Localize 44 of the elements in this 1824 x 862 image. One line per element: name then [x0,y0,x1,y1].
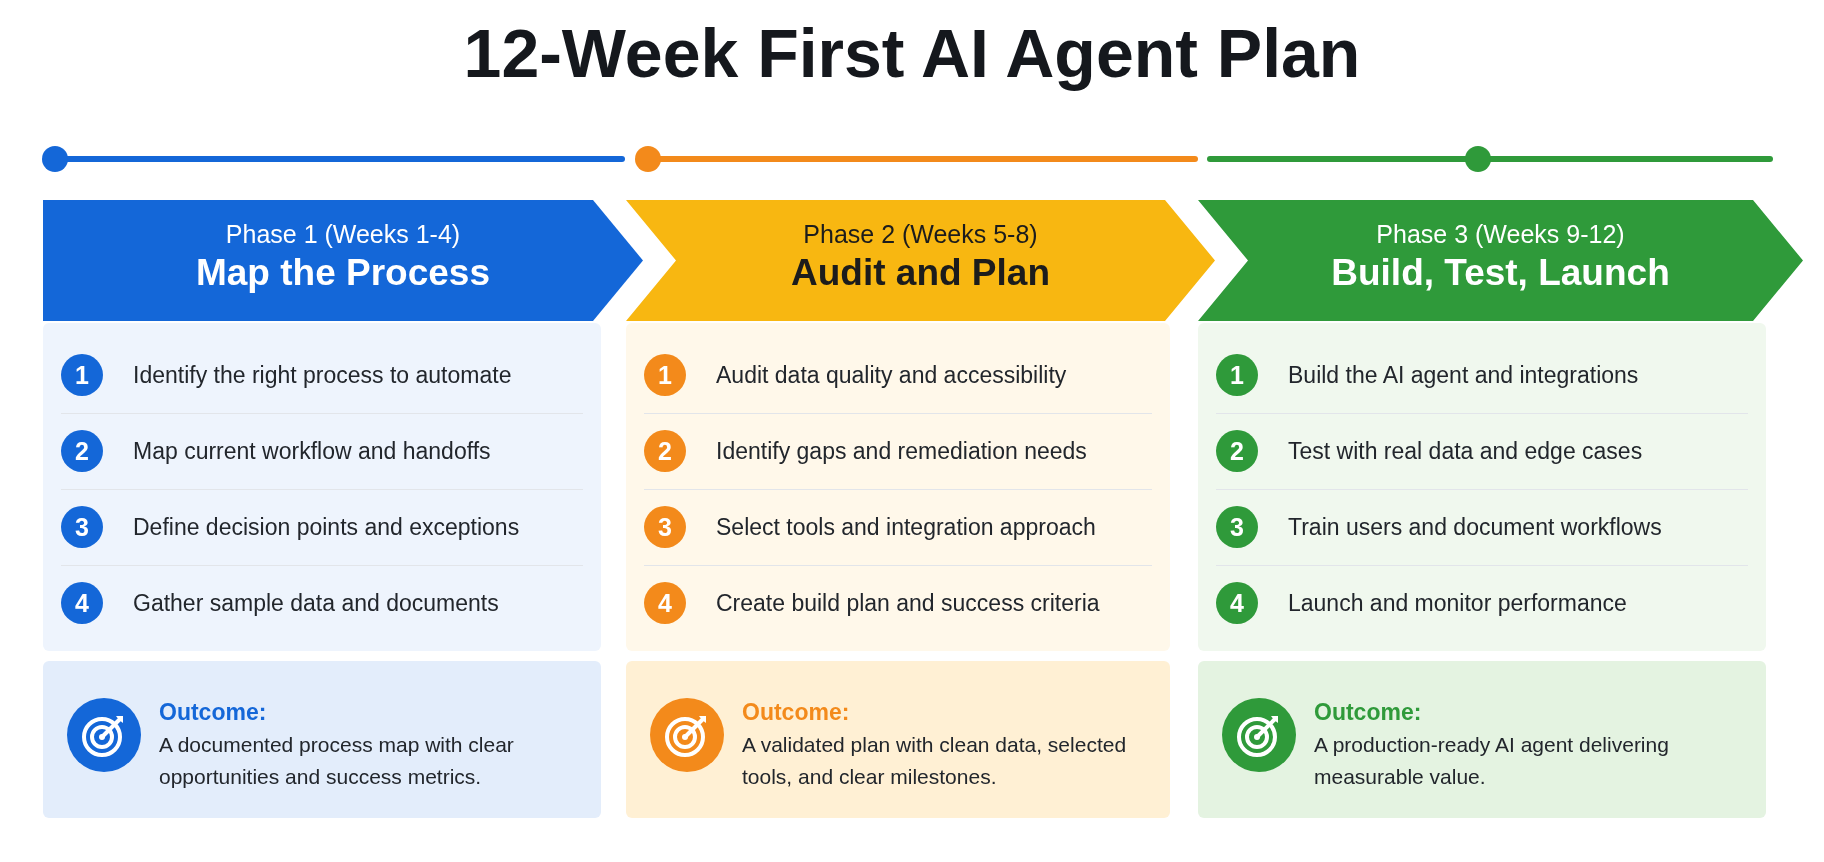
step-text: Select tools and integration approach [716,514,1096,541]
step-number: 4 [61,582,103,624]
list-panel [626,323,1170,651]
outcome-card [43,661,601,818]
outcome-card [626,661,1170,818]
step-number: 3 [1216,506,1258,548]
phase-title: Map the Process [195,252,491,294]
step-text: Audit data quality and accessibility [716,362,1067,389]
step-number: 1 [644,354,686,396]
outcome-text: A documented process map with clear opportunities and success metrics. [159,732,515,790]
step-number: 3 [61,506,103,548]
step-number: 4 [644,582,686,624]
step-text: Train users and document workflows [1288,514,1662,541]
step-text: Test with real data and edge cases [1288,438,1643,465]
step-text: Define decision points and exceptions [133,514,520,541]
step-number: 4 [1216,582,1258,624]
phase-label: Phase 3 (Weeks 9-12) [1376,220,1625,249]
outcome-heading: Outcome: [742,699,850,726]
outcome-heading: Outcome: [1314,699,1422,726]
list-panel [43,323,601,651]
step-text: Launch and monitor performance [1288,590,1627,617]
step-text: Identify the right process to automate [133,362,512,389]
step-text: Build the AI agent and integrations [1288,362,1639,389]
outcome-text: A production-ready AI agent delivering measurable value. [1314,732,1670,790]
step-text: Gather sample data and documents [133,590,499,617]
outcome-card [1198,661,1766,818]
step-number: 1 [61,354,103,396]
step-number: 1 [1216,354,1258,396]
phase-title: Build, Test, Launch [1331,252,1670,294]
outcome-text: A validated plan with clean data, selected tools, and clear milestones. [742,732,1128,790]
step-number: 2 [644,430,686,472]
phase-label: Phase 2 (Weeks 5-8) [803,220,1038,249]
outcome-heading: Outcome: [159,699,267,726]
step-text: Identify gaps and remediation needs [716,438,1087,465]
phase-label: Phase 1 (Weeks 1-4) [225,220,461,249]
step-number: 3 [644,506,686,548]
step-number: 2 [61,430,103,472]
chevron-banner [43,200,643,321]
step-number: 2 [1216,430,1258,472]
step-text: Map current workflow and handoffs [133,438,491,465]
title: 12-Week First AI Agent Plan [463,14,1361,92]
step-text: Create build plan and success criteria [716,590,1100,617]
list-panel [1198,323,1766,651]
phase-title: Audit and Plan [791,252,1050,294]
